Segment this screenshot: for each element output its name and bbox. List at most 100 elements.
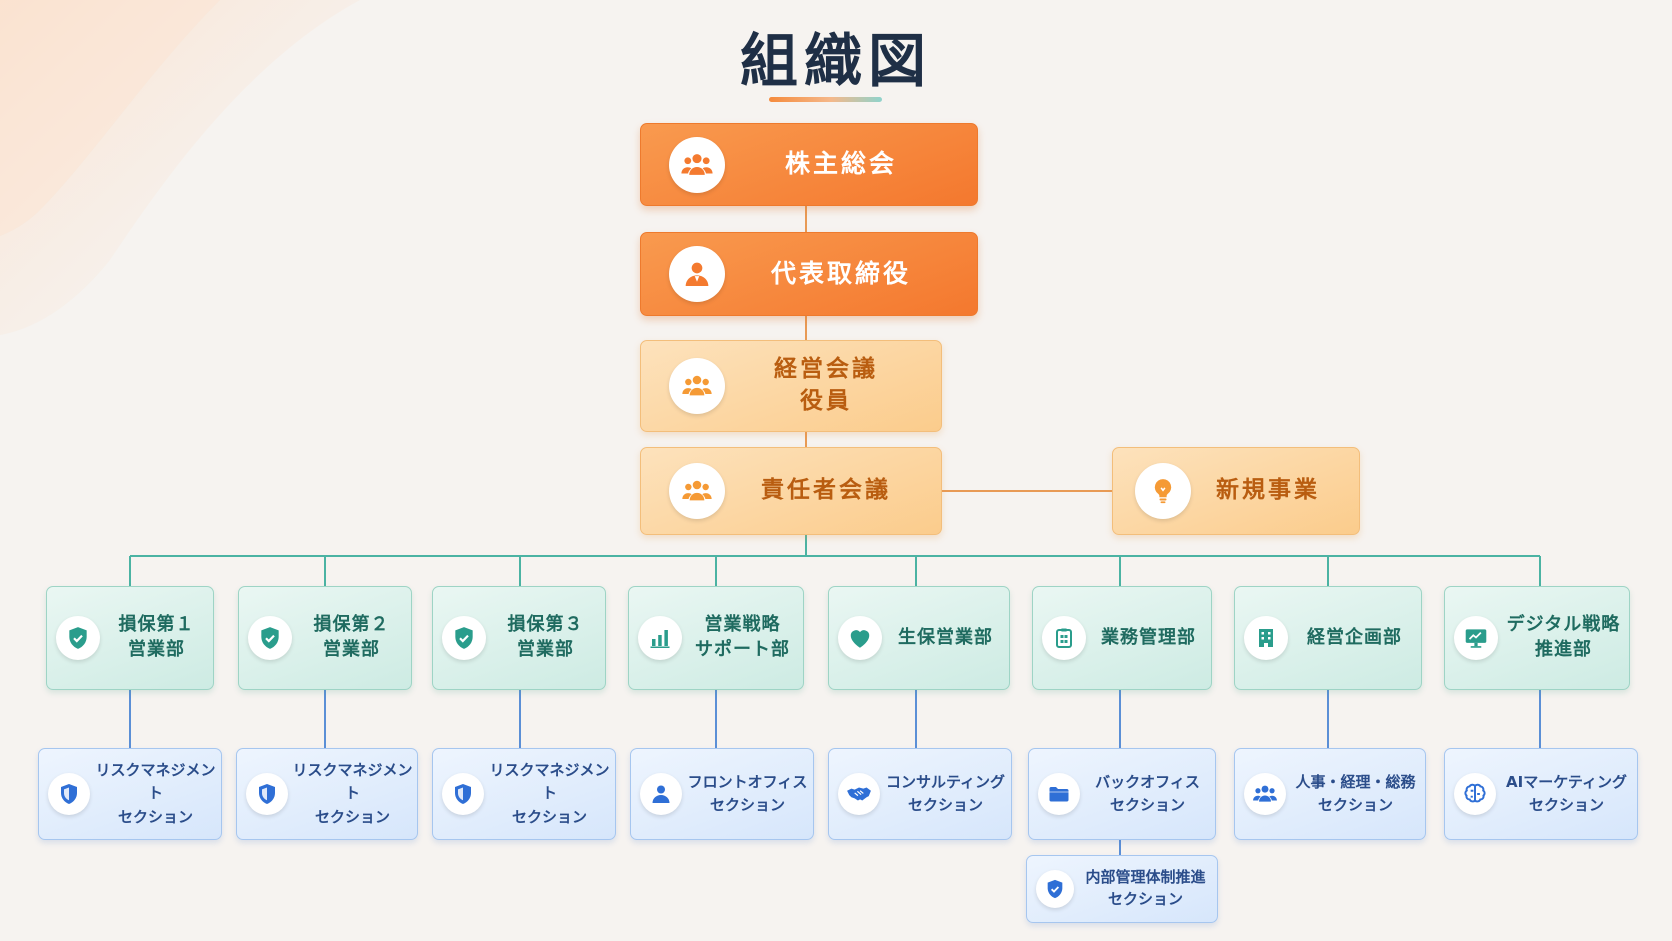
dept-label: 経営企画部 xyxy=(1288,626,1421,651)
section-label-line1: フロントオフィス xyxy=(687,772,808,791)
section-label: AIマーケティング セクション xyxy=(1496,771,1637,818)
dept-label: 損保第３ 営業部 xyxy=(486,613,605,663)
section-label: 内部管理体制推進 セクション xyxy=(1074,867,1217,911)
dept-label: 損保第１ 営業部 xyxy=(100,613,213,663)
section-internal-control-promotion[interactable]: 内部管理体制推進 セクション xyxy=(1026,855,1218,923)
node-leaders-meeting[interactable]: 責任者会議 xyxy=(640,447,942,535)
section-risk-management-1[interactable]: リスクマネジメント セクション xyxy=(38,748,222,840)
shield-check-icon xyxy=(248,616,292,660)
section-label: 人事・経理・総務 セクション xyxy=(1286,771,1425,818)
section-label-line2: セクション xyxy=(907,796,983,814)
section-risk-management-3[interactable]: リスクマネジメント セクション xyxy=(432,748,616,840)
section-label: リスクマネジメント セクション xyxy=(288,759,417,829)
section-label-line1: AIマーケティング xyxy=(1506,772,1627,791)
section-label: リスクマネジメント セクション xyxy=(484,759,615,829)
dept-label: 損保第２ 営業部 xyxy=(292,613,411,663)
dept-label-line2: 推進部 xyxy=(1535,639,1592,660)
folder-icon xyxy=(1038,773,1080,815)
dept-sonpo-1[interactable]: 損保第１ 営業部 xyxy=(46,586,214,690)
section-consulting[interactable]: コンサルティング セクション xyxy=(828,748,1012,840)
dept-label-line1: 営業戦略 xyxy=(704,614,781,636)
dept-label: デジタル戦略 推進部 xyxy=(1498,613,1629,663)
section-label-line2: セクション xyxy=(709,796,785,814)
dept-label-line2: 営業部 xyxy=(128,639,185,660)
dept-digital-strategy[interactable]: デジタル戦略 推進部 xyxy=(1444,586,1630,690)
heart-icon xyxy=(838,616,882,660)
lightbulb-icon xyxy=(1135,463,1191,519)
dept-label-line1: デジタル戦略 xyxy=(1506,614,1621,636)
title-underline xyxy=(769,97,882,102)
section-back-office[interactable]: バックオフィス セクション xyxy=(1028,748,1216,840)
people-group-icon xyxy=(669,463,725,519)
dept-label-line1: 損保第２ xyxy=(313,614,390,636)
section-label-line1: 内部管理体制推進 xyxy=(1085,868,1206,887)
shield-icon xyxy=(246,773,288,815)
person-icon xyxy=(669,246,725,302)
dept-label: 営業戦略 サポート部 xyxy=(682,613,803,663)
node-new-business[interactable]: 新規事業 xyxy=(1112,447,1360,535)
dept-label-line2: サポート部 xyxy=(695,639,790,660)
dept-sales-strategy-support[interactable]: 営業戦略 サポート部 xyxy=(628,586,804,690)
dept-business-management[interactable]: 業務管理部 xyxy=(1032,586,1212,690)
dept-label-line1: 経営企画部 xyxy=(1307,626,1402,648)
section-label: フロントオフィス セクション xyxy=(682,771,813,818)
section-label-line2: セクション xyxy=(1528,796,1604,814)
dept-sonpo-2[interactable]: 損保第２ 営業部 xyxy=(238,586,412,690)
section-label-line2: セクション xyxy=(117,807,193,826)
shield-check-icon xyxy=(1036,870,1074,908)
node-label: 責任者会議 xyxy=(761,477,891,504)
node-management-meeting[interactable]: 経営会議 役員 xyxy=(640,340,942,432)
section-label-line1: リスクマネジメント xyxy=(489,761,610,803)
dept-label-line1: 業務管理部 xyxy=(1101,626,1196,648)
dept-label-line1: 生保営業部 xyxy=(898,626,993,648)
node-shareholders-meeting[interactable]: 株主総会 xyxy=(640,123,978,206)
dept-corporate-planning[interactable]: 経営企画部 xyxy=(1234,586,1422,690)
node-label: 株主総会 xyxy=(784,149,897,179)
section-label-line1: バックオフィス xyxy=(1095,772,1200,791)
section-ai-marketing[interactable]: AIマーケティング セクション xyxy=(1444,748,1638,840)
bar-chart-icon xyxy=(638,616,682,660)
section-label-line1: 人事・経理・総務 xyxy=(1295,772,1416,791)
dept-label: 生保営業部 xyxy=(882,626,1009,651)
section-front-office[interactable]: フロントオフィス セクション xyxy=(630,748,814,840)
dept-label-line2: 営業部 xyxy=(323,639,380,660)
section-label-line1: コンサルティング xyxy=(885,772,1006,791)
node-label: 新規事業 xyxy=(1216,477,1320,504)
dept-life-insurance-sales[interactable]: 生保営業部 xyxy=(828,586,1010,690)
section-label-line2: セクション xyxy=(1107,890,1183,908)
section-label-line2: セクション xyxy=(314,807,390,826)
clipboard-icon xyxy=(1042,616,1086,660)
dept-label: 業務管理部 xyxy=(1086,626,1211,651)
dept-label-line2: 営業部 xyxy=(517,639,574,660)
brain-icon xyxy=(1454,773,1496,815)
people-group-icon xyxy=(1244,773,1286,815)
section-label-line2: セクション xyxy=(511,807,587,826)
building-icon xyxy=(1244,616,1288,660)
section-label-line2: セクション xyxy=(1317,796,1393,814)
section-label: リスクマネジメント セクション xyxy=(90,759,221,829)
people-group-icon xyxy=(669,358,725,414)
shield-check-icon xyxy=(442,616,486,660)
node-label-line1: 経営会議 xyxy=(774,356,878,383)
dept-label-line1: 損保第３ xyxy=(507,614,584,636)
section-label-line1: リスクマネジメント xyxy=(292,761,413,803)
node-ceo[interactable]: 代表取締役 xyxy=(640,232,978,316)
page-title: 組織図 xyxy=(739,27,932,95)
section-label: バックオフィス セクション xyxy=(1080,771,1215,818)
section-hr-accounting-general-affairs[interactable]: 人事・経理・総務 セクション xyxy=(1234,748,1426,840)
section-risk-management-2[interactable]: リスクマネジメント セクション xyxy=(236,748,418,840)
node-label-line2: 役員 xyxy=(800,388,852,414)
section-label: コンサルティング セクション xyxy=(880,771,1011,818)
person-icon xyxy=(640,773,682,815)
handshake-icon xyxy=(838,773,880,815)
node-label: 経営会議 役員 xyxy=(725,354,941,417)
section-label-line2: セクション xyxy=(1109,796,1185,814)
people-group-icon xyxy=(669,136,725,193)
dept-label-line1: 損保第１ xyxy=(118,614,195,636)
node-label: 代表取締役 xyxy=(770,258,911,288)
dept-sonpo-3[interactable]: 損保第３ 営業部 xyxy=(432,586,606,690)
monitor-icon xyxy=(1454,616,1498,660)
shield-icon xyxy=(442,773,484,815)
